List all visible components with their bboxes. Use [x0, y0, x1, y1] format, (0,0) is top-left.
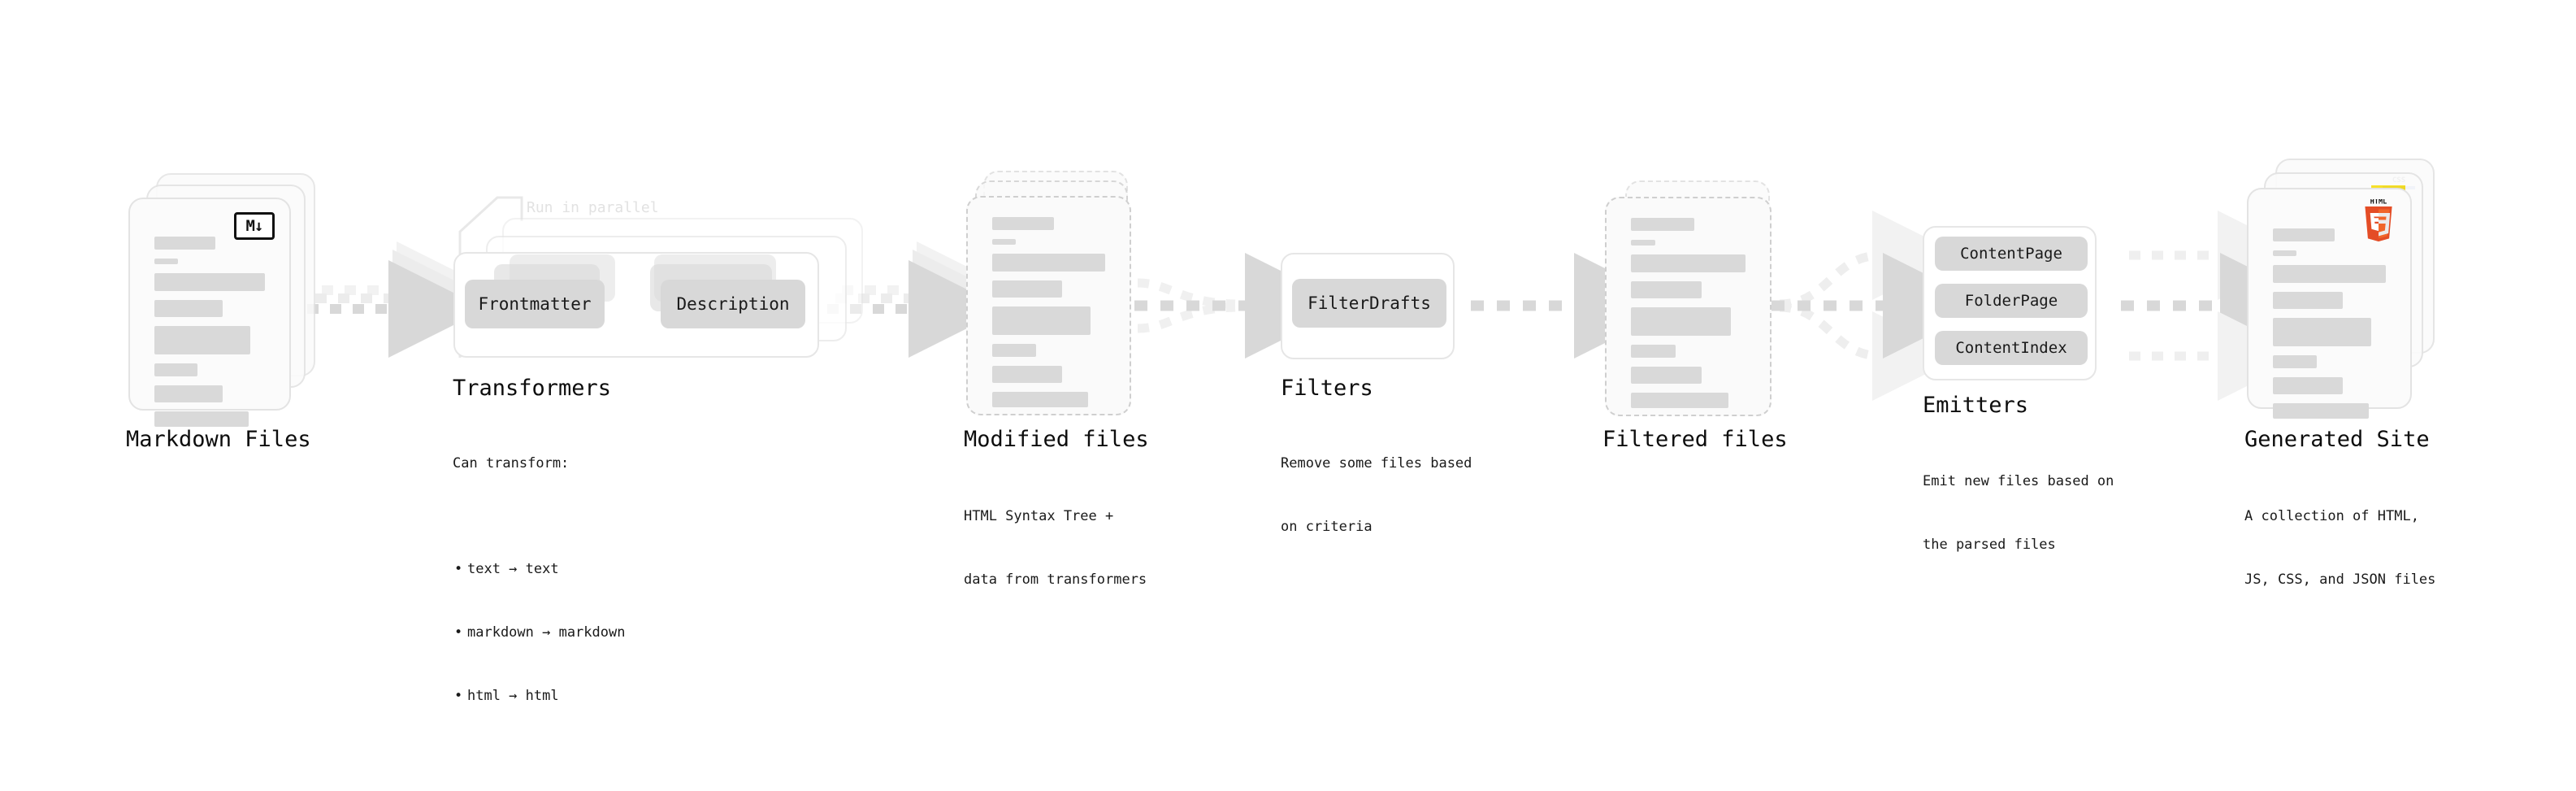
emitters-pill-contentpage[interactable]: ContentPage [1935, 237, 2088, 271]
markdown-card-front: M↓ [128, 198, 291, 427]
transformers-title: Transformers [453, 376, 612, 401]
modified-placeholder-bars [992, 217, 1105, 416]
generated-site-caption-line2: JS, CSS, and JSON files [2244, 572, 2436, 588]
transformers-capability-item: text → text [454, 558, 625, 580]
generated-site-caption-line1: A collection of HTML, [2244, 508, 2419, 524]
filtered-card-front [1605, 197, 1772, 416]
emitters-caption-line1: Emit new files based on [1923, 473, 2114, 489]
filters-caption-line2: on criteria [1281, 519, 1373, 535]
markdown-title: Markdown Files [126, 427, 311, 452]
run-in-parallel-label: Run in parallel [527, 199, 659, 216]
emitters-pill-folderpage[interactable]: FolderPage [1935, 284, 2088, 318]
modified-card-front [966, 196, 1131, 415]
modified-files-title: Modified files [964, 427, 1149, 452]
arrow-filtered-to-emitters [1772, 211, 1988, 401]
markdown-placeholder-bars [154, 237, 265, 436]
modified-files-caption-line2: data from transformers [964, 572, 1147, 588]
generated-site-title: Generated Site [2244, 427, 2430, 452]
emitters-caption-line2: the parsed files [1923, 537, 2056, 553]
generated-site-caption: A collection of HTML, JS, CSS, and JSON … [2244, 463, 2435, 632]
transformers-capability-item: html → html [454, 685, 625, 706]
transformer-pill-description[interactable]: Description [661, 280, 805, 328]
emitters-title: Emitters [1923, 393, 2029, 418]
filtered-placeholder-bars [1631, 218, 1746, 417]
transformer-pill-frontmatter[interactable]: Frontmatter [465, 280, 605, 328]
filters-pill-filterdrafts[interactable]: FilterDrafts [1292, 279, 1446, 328]
emitters-pill-contentindex[interactable]: ContentIndex [1935, 331, 2088, 365]
filters-caption: Remove some files based on criteria [1281, 411, 1472, 580]
transformers-caption-intro: Can transform: [453, 455, 570, 472]
transformers-caption: Can transform: text → text markdown → ma… [453, 411, 625, 791]
modified-files-caption: HTML Syntax Tree + data from transformer… [964, 463, 1147, 632]
emitters-caption: Emit new files based on the parsed files [1923, 428, 2114, 598]
filters-title: Filters [1281, 376, 1373, 401]
svg-text:HTML: HTML [2370, 199, 2387, 206]
transformers-capability-list: text → text markdown → markdown html → h… [453, 516, 626, 749]
modified-files-caption-line1: HTML Syntax Tree + [964, 508, 1114, 524]
transformers-capability-item: markdown → markdown [454, 622, 626, 643]
arrow-modified-to-filters [1134, 253, 1351, 359]
html5-icon: HTML [2360, 198, 2397, 242]
markdown-icon: M↓ [234, 212, 275, 240]
generated-card-html: HTML [2247, 188, 2412, 419]
arrow-markdown-to-transformers [307, 241, 494, 358]
filtered-files-title: Filtered files [1602, 427, 1788, 452]
pipeline-diagram: M↓ Markdown Files Frontmatter Descriptio… [0, 0, 2576, 681]
arrow-emitters-to-generated [2121, 211, 2326, 401]
generated-placeholder-bars [2273, 228, 2386, 428]
filters-caption-line1: Remove some files based [1281, 455, 1472, 472]
